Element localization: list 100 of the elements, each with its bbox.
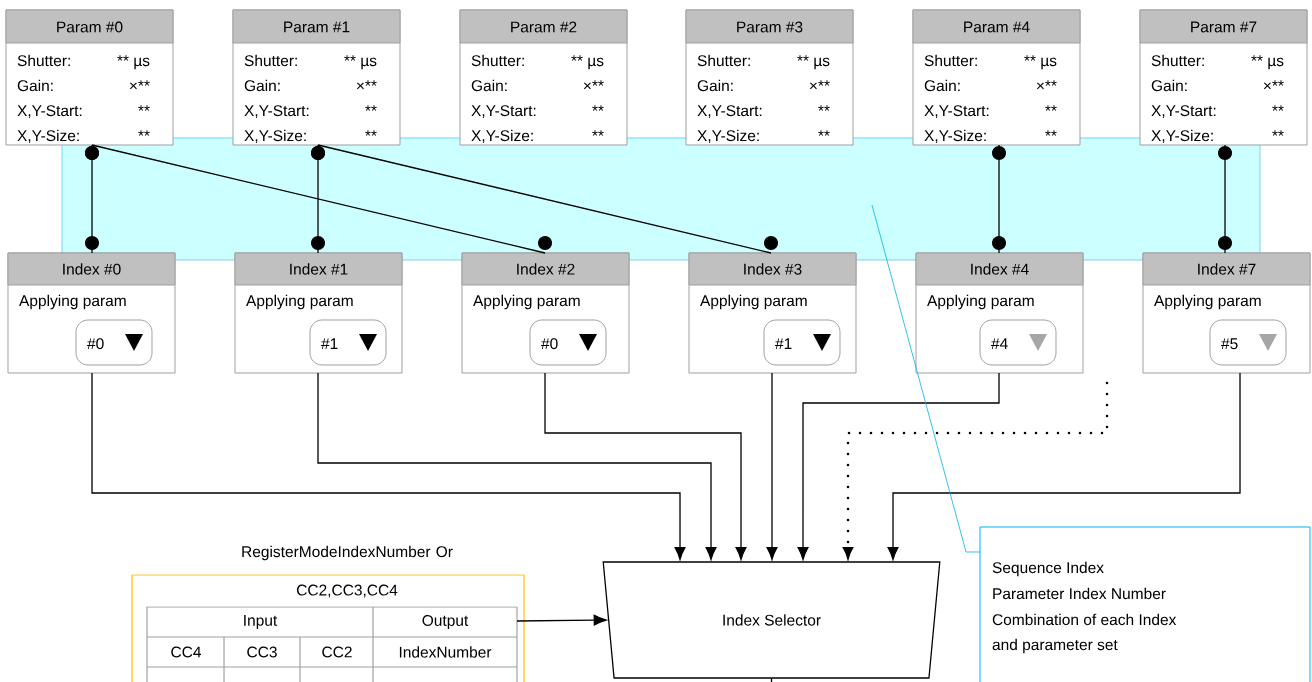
box-heading: Index #3 bbox=[744, 263, 802, 275]
dropdown bbox=[309, 319, 387, 366]
box-heading: Param #1 bbox=[284, 21, 350, 33]
arrow bbox=[317, 372, 717, 561]
field-name: X,Y-Start: bbox=[924, 105, 989, 118]
field-name: X,Y-Start: bbox=[471, 105, 536, 118]
field-name: X,Y-Start: bbox=[1151, 105, 1216, 118]
leader-line bbox=[871, 204, 981, 553]
field-name: X,Y-Size: bbox=[1151, 129, 1213, 143]
field-value: ** bbox=[818, 105, 830, 111]
field-value: ** bbox=[138, 130, 150, 136]
field-name: Shutter: bbox=[471, 54, 524, 67]
column-heading: IndexNumber bbox=[399, 646, 492, 658]
input-table-box bbox=[131, 545, 525, 682]
field-name: Gain: bbox=[1151, 79, 1187, 92]
callout-text: Parameter Index Number bbox=[993, 587, 1166, 600]
field-name: Gain: bbox=[17, 79, 53, 92]
callout-text: and parameter set bbox=[992, 638, 1118, 654]
field-name: X,Y-Start: bbox=[17, 105, 82, 118]
field-value: ** µs bbox=[571, 55, 604, 70]
field-value: ** bbox=[1272, 130, 1284, 136]
field-name: X,Y-Size: bbox=[17, 129, 79, 143]
arrow bbox=[887, 372, 1241, 561]
selected-value: #0 bbox=[87, 338, 104, 350]
field-value: ** bbox=[365, 130, 377, 136]
field-name: X,Y-Size: bbox=[924, 129, 986, 143]
field-value: ** µs bbox=[117, 55, 150, 70]
box-heading: Param #3 bbox=[737, 21, 803, 33]
connector bbox=[1218, 144, 1232, 254]
dropdown bbox=[529, 319, 607, 366]
field-name: Gain: bbox=[924, 79, 960, 92]
dropdown bbox=[1209, 319, 1287, 366]
heading: RegisterModeIndexNumber Or bbox=[242, 545, 453, 561]
arrow bbox=[516, 614, 607, 626]
box-heading: Index #2 bbox=[517, 263, 575, 275]
heading: CC2,CC3,CC4 bbox=[297, 584, 398, 598]
parameter-box bbox=[1139, 9, 1308, 146]
arrow bbox=[843, 381, 1109, 559]
field-name: Applying param bbox=[246, 294, 353, 310]
selector-label: Index Selector bbox=[723, 614, 821, 626]
field-value: ×** bbox=[809, 80, 830, 90]
arrow bbox=[766, 372, 778, 561]
selected-value: #0 bbox=[541, 338, 558, 350]
box-heading: Index #0 bbox=[63, 263, 121, 275]
callout-text: Sequence Index bbox=[992, 561, 1104, 577]
box-heading: Index #4 bbox=[971, 263, 1029, 275]
field-value: ×** bbox=[583, 80, 604, 90]
box-heading: Param #4 bbox=[964, 21, 1030, 33]
field-value: ×** bbox=[357, 80, 377, 90]
parameter-box bbox=[5, 9, 174, 146]
selected-value: #5 bbox=[1221, 338, 1238, 350]
box-heading: Index #7 bbox=[1198, 263, 1256, 275]
column-group-heading: Input bbox=[244, 615, 278, 629]
field-value: ×** bbox=[1263, 80, 1284, 90]
column-heading: CC2 bbox=[322, 646, 352, 658]
field-value: ** µs bbox=[797, 55, 830, 70]
selected-value: #1 bbox=[321, 338, 338, 349]
field-name: Shutter: bbox=[17, 54, 70, 67]
selected-value: #1 bbox=[775, 338, 792, 349]
field-value: ** bbox=[592, 105, 604, 111]
arrow bbox=[797, 372, 1000, 561]
field-name: Applying param bbox=[19, 294, 126, 310]
connector bbox=[311, 144, 778, 254]
column-group-heading: Output bbox=[422, 615, 469, 629]
field-value: ** bbox=[592, 130, 604, 136]
field-name: Shutter: bbox=[1151, 54, 1204, 67]
field-value: ** µs bbox=[1251, 55, 1284, 70]
parameter-box bbox=[232, 9, 401, 146]
field-value: ×** bbox=[1036, 80, 1057, 90]
connector bbox=[770, 677, 773, 682]
field-name: Gain: bbox=[697, 79, 733, 92]
field-value: ** bbox=[365, 105, 377, 111]
selected-value: #4 bbox=[991, 338, 1008, 349]
column-heading: CC4 bbox=[171, 646, 202, 658]
field-name: Gain: bbox=[471, 79, 507, 92]
field-value: ** bbox=[818, 130, 830, 136]
field-value: ** µs bbox=[1024, 55, 1057, 70]
field-value: ** µs bbox=[344, 55, 377, 70]
selector-trapezoid bbox=[602, 561, 941, 679]
box-heading: Param #7 bbox=[1191, 21, 1257, 33]
column-heading: CC3 bbox=[247, 646, 277, 658]
box-heading: Index #1 bbox=[290, 263, 348, 275]
connector bbox=[85, 144, 552, 254]
box-heading: Param #0 bbox=[57, 21, 123, 33]
field-value: ×** bbox=[130, 80, 150, 90]
dropdown bbox=[75, 319, 153, 366]
field-value: ** bbox=[138, 105, 150, 111]
field-name: X,Y-Size: bbox=[471, 129, 533, 143]
dropdown bbox=[979, 319, 1057, 366]
field-name: X,Y-Size: bbox=[697, 129, 759, 143]
field-name: Shutter: bbox=[244, 54, 297, 67]
arrow bbox=[544, 372, 747, 561]
field-name: Applying param bbox=[473, 294, 580, 310]
connector bbox=[992, 144, 1006, 254]
box-heading: Param #2 bbox=[511, 21, 577, 33]
parameter-box bbox=[459, 9, 628, 146]
field-name: Applying param bbox=[700, 294, 807, 310]
field-name: Applying param bbox=[1154, 294, 1261, 310]
field-name: Shutter: bbox=[697, 54, 750, 67]
callout-box bbox=[979, 526, 1311, 682]
